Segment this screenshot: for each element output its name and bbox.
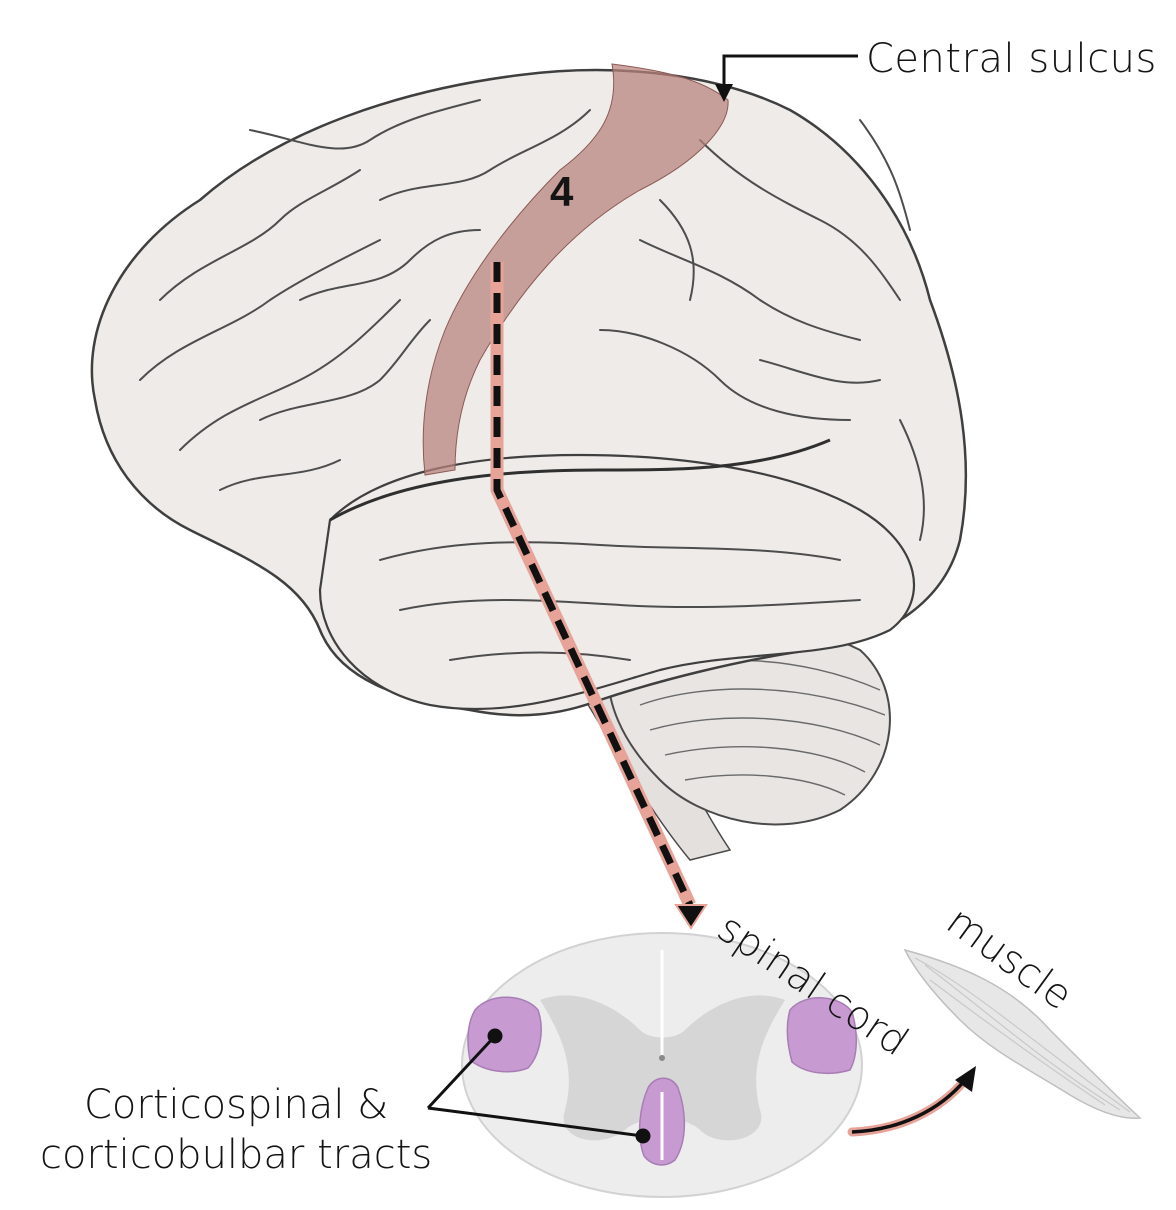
- muscle: [903, 948, 1142, 1119]
- tract-right: [786, 997, 857, 1075]
- primary-motor-cortex: [422, 63, 729, 476]
- tracts-label-line-1: Corticospinal &: [84, 1082, 389, 1128]
- spinal-cord-section: [461, 932, 863, 1198]
- motor-output-arrow: [847, 1066, 976, 1137]
- temporal-lobe: [318, 453, 915, 711]
- corticospinal-pathway: [490, 262, 708, 930]
- tracts-pointer: [426, 1028, 651, 1144]
- grey-matter: [540, 995, 785, 1141]
- tracts-label-line-2: corticobulbar tracts: [40, 1132, 433, 1178]
- pathway-arrowhead: [674, 904, 708, 930]
- area-4-label: 4: [550, 168, 574, 215]
- central-sulcus-label: Central sulcus: [866, 36, 1157, 82]
- lateral-sulcus: [329, 438, 831, 522]
- central-sulcus-pointer: [715, 54, 858, 102]
- gyri-folds: [139, 99, 925, 661]
- tract-left: [467, 996, 542, 1073]
